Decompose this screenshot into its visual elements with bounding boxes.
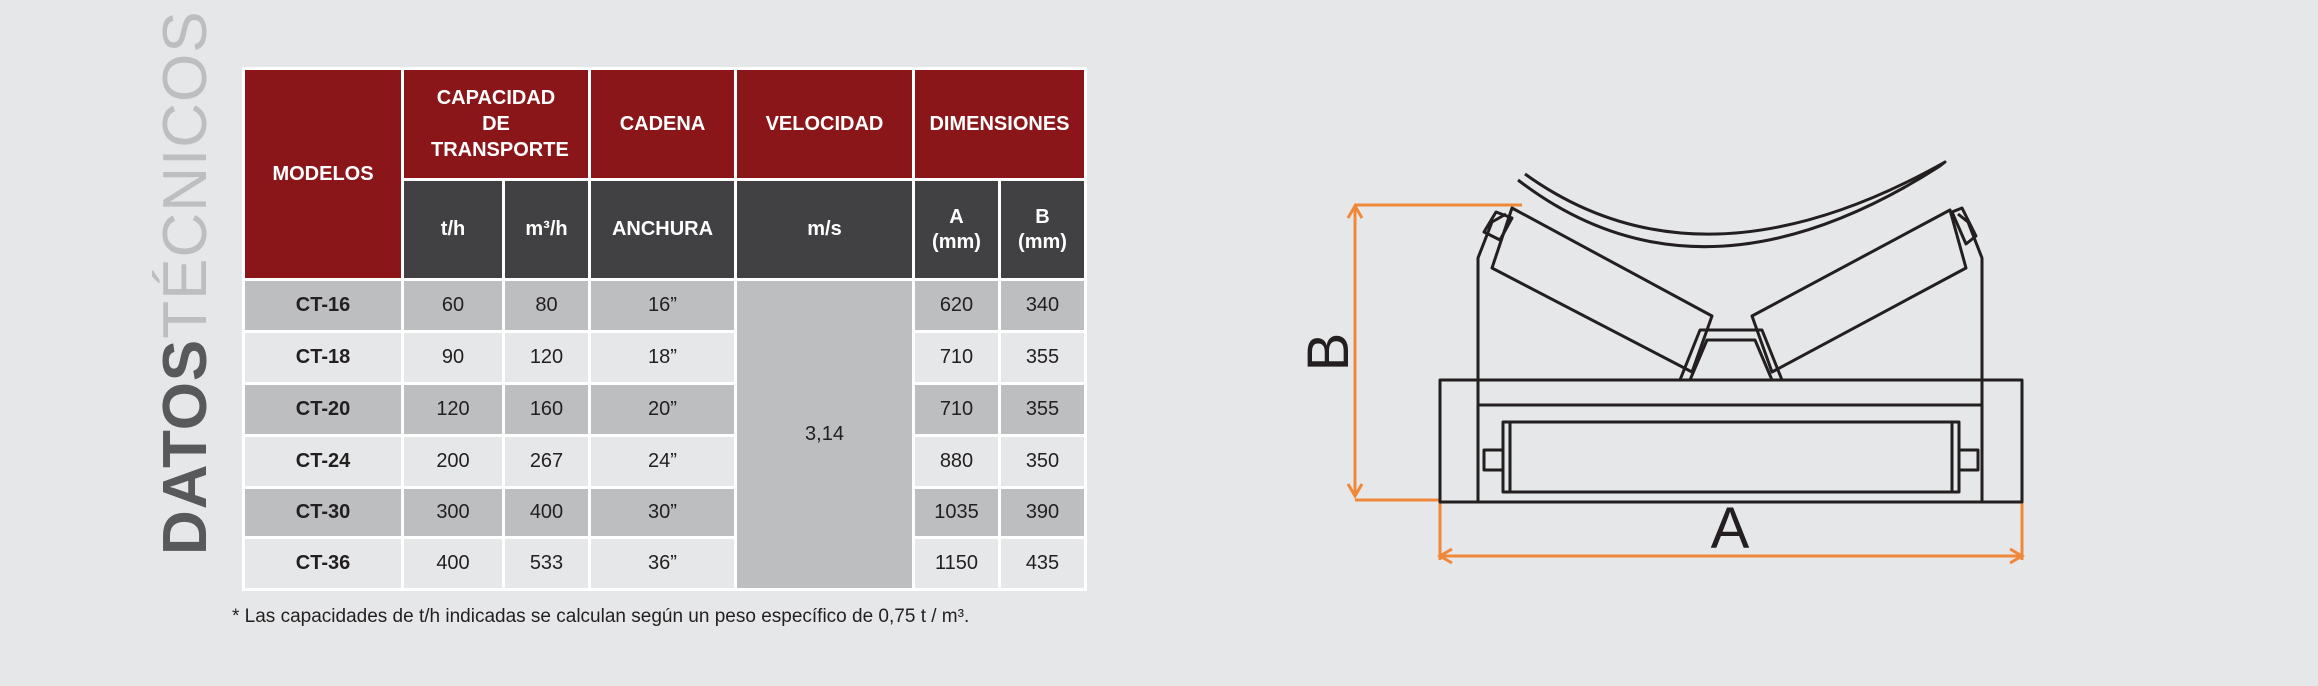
center-channel: [1678, 328, 1784, 381]
header-capacity: CAPACIDAD DE TRANSPORTE: [401, 67, 591, 181]
cell-a: 1150: [912, 536, 1001, 591]
cell-b: 355: [998, 382, 1087, 437]
cell-b: 355: [998, 330, 1087, 385]
cell-model: CT-20: [242, 382, 404, 437]
cell-th: 300: [401, 486, 505, 539]
table-row: CT-16 60 80 16” 3,14 620 340: [242, 278, 1087, 591]
header-dimensions: DIMENSIONES: [912, 67, 1087, 181]
section-title: DATOSTÉCNICOS: [151, 10, 220, 555]
table-row: CT-18 90 120 18” 710 355: [242, 330, 1087, 385]
dimension-b: [1346, 203, 1522, 502]
base-frame: [1438, 378, 2024, 504]
belt-outer-curve: [1517, 164, 1941, 249]
cell-a: 620: [912, 278, 1001, 333]
cell-model: CT-24: [242, 434, 404, 489]
header-chain: CADENA: [588, 67, 737, 181]
right-bracket: [1957, 212, 1984, 476]
cell-a: 1035: [912, 486, 1001, 539]
cell-a: 710: [912, 330, 1001, 385]
right-roller-bearing: [1950, 206, 1978, 246]
return-roller-axle-right: [1957, 448, 1980, 472]
cell-m3h: 533: [502, 536, 591, 591]
dimension-a: [1437, 502, 2025, 565]
cell-width: 20”: [588, 382, 737, 437]
section-title-bold: DATOS: [151, 338, 220, 555]
cell-m3h: 267: [502, 434, 591, 489]
left-roller-bearing: [1482, 210, 1514, 242]
cell-width: 18”: [588, 330, 737, 385]
header-b-mm-label: B (mm): [1018, 205, 1067, 253]
cell-th: 200: [401, 434, 505, 489]
idler-structure: [1438, 160, 2024, 504]
dimension-b-top-arrow: [1346, 203, 1364, 219]
header-a-mm-label: A (mm): [932, 205, 981, 253]
cell-th: 120: [401, 382, 505, 437]
cell-b: 435: [998, 536, 1087, 591]
dimension-a-right-arrow: [2009, 547, 2025, 565]
table-row: CT-30 300 400 30” 1035 390: [242, 486, 1087, 539]
cell-b: 350: [998, 434, 1087, 489]
cell-velocity: 3,14: [734, 278, 915, 591]
header-m3h: m³/h: [502, 178, 591, 281]
dimension-a-left-arrow: [1437, 547, 1453, 565]
return-roller-axle-left: [1482, 448, 1505, 472]
header-width: ANCHURA: [588, 178, 737, 281]
header-ms: m/s: [734, 178, 915, 281]
right-inclined-roller: [1750, 208, 1968, 374]
header-models: MODELOS: [242, 67, 404, 281]
cell-m3h: 400: [502, 486, 591, 539]
header-th: t/h: [401, 178, 505, 281]
header-b-mm: B (mm): [998, 178, 1087, 281]
cell-model: CT-18: [242, 330, 404, 385]
cell-m3h: 120: [502, 330, 591, 385]
footnote: * Las capacidades de t/h indicadas se ca…: [232, 606, 970, 627]
cell-b: 340: [998, 278, 1087, 333]
cell-width: 24”: [588, 434, 737, 489]
cell-m3h: 160: [502, 382, 591, 437]
conveyor-idler-diagram: B A: [1296, 160, 2025, 565]
cell-model: CT-30: [242, 486, 404, 539]
table-row: CT-24 200 267 24” 880 350: [242, 434, 1087, 489]
return-roller: [1501, 420, 1961, 494]
center-channel-inner: [1688, 338, 1774, 381]
cell-width: 16”: [588, 278, 737, 333]
cell-th: 90: [401, 330, 505, 385]
header-capacity-label: CAPACIDAD DE TRANSPORTE: [431, 87, 569, 161]
header-a-mm: A (mm): [912, 178, 1001, 281]
cell-width: 36”: [588, 536, 737, 591]
dimension-b-label: B: [1296, 333, 1361, 372]
cell-width: 30”: [588, 486, 737, 539]
left-bracket: [1476, 212, 1507, 476]
specs-table: MODELOS CAPACIDAD DE TRANSPORTE CADENA V…: [242, 67, 1087, 591]
cell-a: 880: [912, 434, 1001, 489]
cell-m3h: 80: [502, 278, 591, 333]
cell-b: 390: [998, 486, 1087, 539]
table-row: CT-20 120 160 20” 710 355: [242, 382, 1087, 437]
cell-model: CT-16: [242, 278, 404, 333]
dimension-a-label: A: [1711, 496, 1750, 561]
cell-th: 400: [401, 536, 505, 591]
belt-inner-curve: [1524, 160, 1947, 236]
table-row: CT-36 400 533 36” 1150 435: [242, 536, 1087, 591]
header-speed: VELOCIDAD: [734, 67, 915, 181]
section-title-light: TÉCNICOS: [151, 10, 220, 339]
cell-a: 710: [912, 382, 1001, 437]
dimension-b-bottom-arrow: [1346, 483, 1364, 499]
cell-model: CT-36: [242, 536, 404, 591]
cell-th: 60: [401, 278, 505, 333]
